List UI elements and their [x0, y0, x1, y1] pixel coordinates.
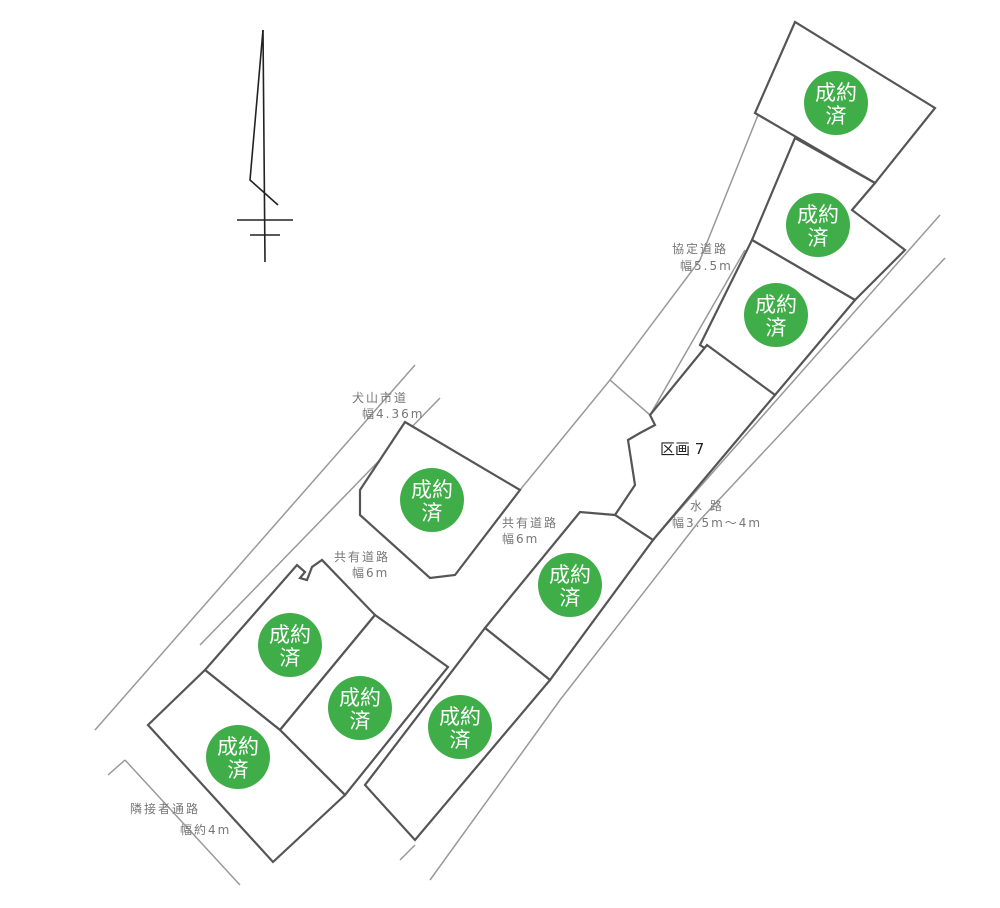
- sold-badge: 成約済: [786, 193, 850, 257]
- road-labels: 協定道路 幅5.5m 犬山市道 幅4.36m 共有道路 幅6m 共有道路 幅6m…: [130, 241, 762, 837]
- north-arrow-icon: [237, 29, 293, 263]
- sold-badge-text: 済: [766, 316, 787, 340]
- lot-parcel-7: [613, 343, 777, 542]
- kyotei-road-width: 幅5.5m: [680, 258, 733, 273]
- sold-badge-text: 成約: [411, 478, 453, 502]
- sold-badge-circle: [744, 283, 808, 347]
- shared-road-right-width: 幅6m: [502, 531, 539, 546]
- sold-badge-text: 済: [350, 709, 371, 733]
- inuyama-road-width: 幅4.36m: [362, 406, 424, 421]
- sold-badge: 成約済: [744, 283, 808, 347]
- inuyama-road-name: 犬山市道: [352, 390, 408, 405]
- lots: [146, 20, 937, 864]
- sold-badge-text: 済: [228, 758, 249, 782]
- shared-road-left-width: 幅6m: [352, 565, 389, 580]
- waterway-name: 水 路: [690, 498, 724, 513]
- sold-badge-circle: [428, 695, 492, 759]
- adjacent-road-width: 幅約4m: [180, 822, 231, 837]
- sold-badge-text: 成約: [815, 81, 857, 105]
- sold-badge-text: 成約: [439, 705, 481, 729]
- sold-badge-text: 成約: [269, 623, 311, 647]
- sold-badge-circle: [804, 71, 868, 135]
- sold-badge-text: 成約: [549, 563, 591, 587]
- sold-badge-text: 済: [560, 586, 581, 610]
- sold-badge-circle: [786, 193, 850, 257]
- sold-badge-text: 済: [280, 646, 301, 670]
- sold-badge-text: 成約: [797, 203, 839, 227]
- sold-badges: 成約済成約済成約済成約済成約済成約済成約済成約済成約済: [206, 71, 868, 789]
- sold-badge: 成約済: [400, 468, 464, 532]
- adjacent-road-name: 隣接者通路: [130, 801, 200, 816]
- shared-road-right-name: 共有道路: [502, 515, 558, 530]
- sold-badge-text: 済: [450, 728, 471, 752]
- kyotei-road-name: 協定道路: [672, 241, 728, 256]
- sold-badge-text: 済: [826, 104, 847, 128]
- waterway-width: 幅3.5m〜4m: [672, 515, 762, 530]
- sold-badge-text: 成約: [217, 735, 259, 759]
- sold-badge-text: 済: [422, 501, 443, 525]
- sold-badge: 成約済: [428, 695, 492, 759]
- shared-road-left-name: 共有道路: [334, 549, 390, 564]
- sold-badge-circle: [538, 553, 602, 617]
- road-lines: [94, 109, 946, 886]
- sold-badge-text: 済: [808, 226, 829, 250]
- sold-badge-text: 成約: [339, 686, 381, 710]
- sold-badge-text: 成約: [755, 293, 797, 317]
- sold-badge: 成約済: [538, 553, 602, 617]
- sold-badge: 成約済: [206, 725, 270, 789]
- parcel-7-label: 区画 7: [660, 440, 704, 458]
- sold-badge-circle: [328, 676, 392, 740]
- sold-badge-circle: [258, 613, 322, 677]
- sold-badge: 成約済: [804, 71, 868, 135]
- sold-badge-circle: [206, 725, 270, 789]
- sold-badge-circle: [400, 468, 464, 532]
- sold-badge: 成約済: [258, 613, 322, 677]
- sold-badge: 成約済: [328, 676, 392, 740]
